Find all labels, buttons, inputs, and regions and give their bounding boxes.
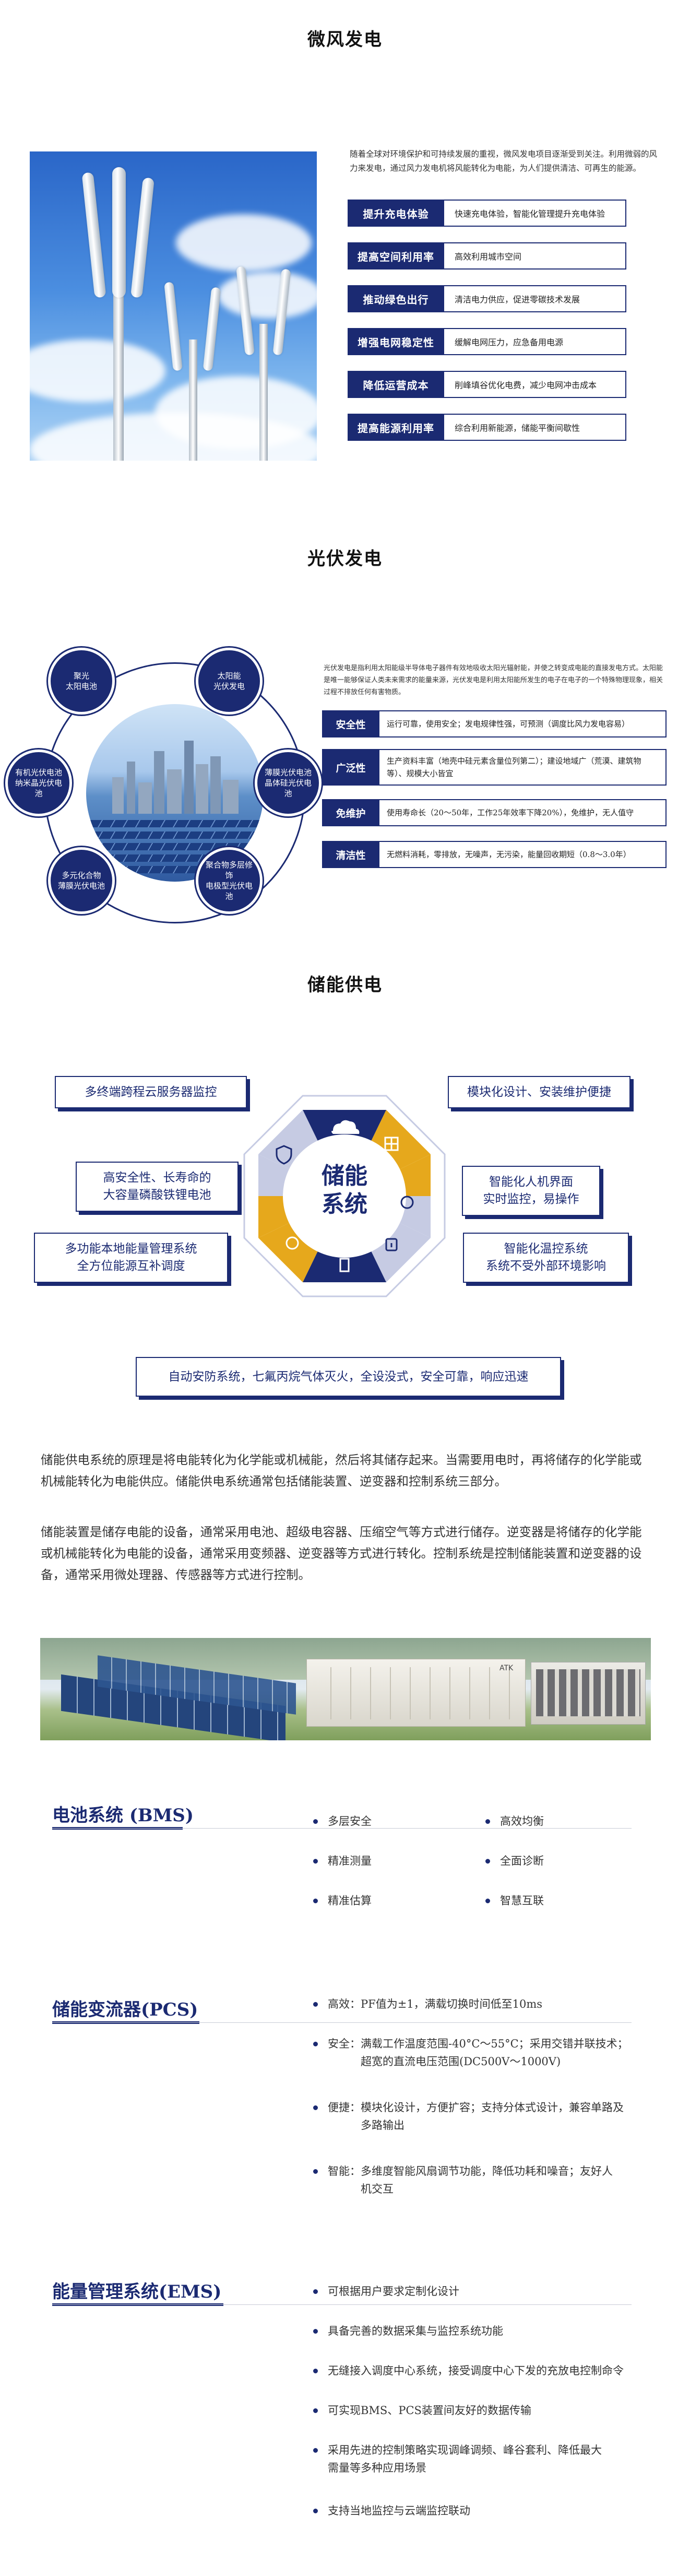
wind-feature-desc: 高效利用城市空间 bbox=[444, 242, 626, 270]
storage-feature-card: 高安全性、长寿命的 大容量磷酸铁锂电池 bbox=[76, 1162, 239, 1212]
pv-feature-label: 免维护 bbox=[322, 799, 379, 826]
wind-feature-desc: 快速充电体验，智能化管理提升充电体验 bbox=[444, 200, 626, 227]
bms-item: 多层安全 bbox=[313, 1812, 372, 1830]
ems-item: 无缝接入调度中心系统，接受调度中心下发的充放电控制命令 bbox=[313, 2362, 658, 2380]
wind-feature-row: 增强电网稳定性 缓解电网压力，应急备用电源 bbox=[348, 328, 626, 355]
pv-type-node: 有机光伏电池 纳米晶光伏电池 bbox=[5, 750, 72, 816]
ems-item: 具备完善的数据采集与监控系统功能 bbox=[313, 2322, 658, 2340]
wind-feature-desc: 缓解电网压力，应急备用电源 bbox=[444, 328, 626, 355]
divider bbox=[52, 2304, 632, 2305]
wind-feature-row: 提高能源利用率 综合利用新能源，储能平衡间歇性 bbox=[348, 414, 626, 441]
storage-feature-card: 智能化人机界面 实时监控，易操作 bbox=[462, 1166, 600, 1216]
storage-feature-card: 模块化设计、安装维护便捷 bbox=[448, 1076, 630, 1108]
wind-feature-label: 提升充电体验 bbox=[348, 200, 444, 227]
ems-title: 能量管理系统(EMS) bbox=[52, 2281, 222, 2302]
wind-feature-label: 增强电网稳定性 bbox=[348, 328, 444, 355]
pv-type-node: 聚合物多层修饰 电极型光伏电池 bbox=[196, 847, 263, 914]
pv-feature-desc: 使用寿命长（20～50年，工作25年效率下降20%），免维护，无人值守 bbox=[379, 799, 667, 826]
pv-type-node: 多元化合物 薄膜光伏电池 bbox=[48, 847, 115, 914]
pv-feature-row: 免维护 使用寿命长（20～50年，工作25年效率下降20%），免维护，无人值守 bbox=[322, 799, 667, 826]
bms-title: 电池系统 (BMS) bbox=[52, 1805, 194, 1826]
wind-feature-row: 降低运营成本 削峰填谷优化电费，减少电网冲击成本 bbox=[348, 371, 626, 398]
bms-item: 全面诊断 bbox=[485, 1852, 544, 1870]
storage-section-title: 储能供电 bbox=[307, 975, 383, 996]
wind-turbine-photo bbox=[30, 151, 317, 461]
info-icon bbox=[385, 1238, 398, 1251]
pv-section-title: 光伏发电 bbox=[307, 548, 383, 569]
storage-paragraph-1: 储能供电系统的原理是将电能转化为化学能或机械能，然后将其储存起来。当需要用电时，… bbox=[41, 1453, 642, 1489]
wind-feature-row: 提升充电体验 快速充电体验，智能化管理提升充电体验 bbox=[348, 200, 626, 227]
pv-feature-row: 安全性 运行可靠，使用安全；发电规律性强，可预测（调度比风力发电容易） bbox=[322, 710, 667, 737]
pcs-item-label: 高效： bbox=[328, 1998, 361, 2010]
wind-section-title: 微风发电 bbox=[307, 29, 383, 50]
bms-item: 高效均衡 bbox=[485, 1812, 544, 1830]
wind-feature-row: 推动绿色出行 清洁电力供应，促进零碳技术发展 bbox=[348, 285, 626, 312]
pv-feature-row: 清洁性 无燃料消耗，零排放，无噪声，无污染，能量回收期短（0.8～3.0年） bbox=[322, 841, 667, 868]
ems-item: 采用先进的控制策略实现调峰调频、峰谷套利、降低最大 需量等多种应用场景 bbox=[313, 2441, 658, 2477]
pv-feature-label: 安全性 bbox=[322, 710, 379, 737]
pv-feature-desc: 生产资料丰富（地壳中硅元素含量位列第二）；建设地域广（荒漠、建筑物等）、规模大小… bbox=[379, 749, 667, 786]
pv-intro-text: 光伏发电是指利用太阳能级半导体电子器件有效地吸收太阳光辐射能，并使之转变成电能的… bbox=[324, 664, 663, 696]
pv-type-node: 太阳能 光伏发电 bbox=[196, 648, 263, 715]
wind-feature-label: 提高空间利用率 bbox=[348, 242, 444, 270]
pcs-item: 安全：满载工作温度范围-40°C～55°C；采用交错并联技术； 超宽的直流电压范… bbox=[313, 2035, 647, 2070]
divider bbox=[52, 1828, 632, 1829]
ems-item: 可实现BMS、PCS装置间友好的数据传输 bbox=[313, 2402, 658, 2419]
storage-feature-card: 多终端跨程云服务器监控 bbox=[55, 1076, 247, 1108]
wind-feature-desc: 削峰填谷优化电费，减少电网冲击成本 bbox=[444, 371, 626, 398]
pcs-item: 便捷：模块化设计，方便扩容；支持分体式设计，兼容单路及 多路输出 bbox=[313, 2099, 647, 2134]
pv-feature-label: 广泛性 bbox=[322, 749, 379, 786]
pcs-item-text: 满载工作温度范围-40°C～55°C；采用交错并联技术； 超宽的直流电压范围(D… bbox=[361, 2038, 628, 2068]
pv-type-node: 聚光 太阳电池 bbox=[48, 648, 115, 715]
ems-item: 支持当地监控与云端监控联动 bbox=[313, 2502, 658, 2520]
pv-feature-label: 清洁性 bbox=[322, 841, 379, 868]
storage-site-photo: ATK bbox=[40, 1638, 651, 1740]
pcs-item-text: 多维度智能风扇调节功能，降低功耗和噪音；友好人 机交互 bbox=[361, 2165, 613, 2195]
wind-feature-label: 降低运营成本 bbox=[348, 371, 444, 398]
wind-intro-text: 随着全球对环境保护和可持续发展的重视，微风发电项目逐渐受到关注。利用微弱的风力来… bbox=[350, 149, 658, 173]
pcs-title: 储能变流器(PCS) bbox=[52, 1999, 198, 2020]
pv-type-node: 薄膜光伏电池 晶体硅光伏电池 bbox=[255, 750, 322, 816]
wind-feature-row: 提高空间利用率 高效利用城市空间 bbox=[348, 242, 626, 270]
storage-center-label: 储能 系统 bbox=[322, 1163, 367, 1217]
gear-icon bbox=[285, 1236, 299, 1250]
ems-item: 可根据用户要求定制化设计 bbox=[313, 2282, 658, 2300]
bms-item: 精准估算 bbox=[313, 1892, 372, 1910]
cloud-icon bbox=[331, 1120, 360, 1134]
wind-feature-label: 提高能源利用率 bbox=[348, 414, 444, 441]
bms-item: 智慧互联 bbox=[485, 1892, 544, 1910]
pcs-item-label: 便捷： bbox=[328, 2101, 361, 2114]
divider bbox=[52, 2022, 632, 2023]
container-logo-text: ATK bbox=[499, 1664, 514, 1672]
pcs-item: 高效：PF值为±1，满载切换时间低至10ms bbox=[313, 1995, 647, 2013]
storage-feature-card: 多功能本地能量管理系统 全方位能源互补调度 bbox=[34, 1233, 228, 1283]
pv-feature-desc: 无燃料消耗，零排放，无噪声，无污染，能量回收期短（0.8～3.0年） bbox=[379, 841, 667, 868]
pcs-item-label: 智能： bbox=[328, 2165, 361, 2177]
storage-octagon-diagram bbox=[243, 1095, 446, 1297]
bms-item: 精准测量 bbox=[313, 1852, 372, 1870]
wind-feature-desc: 清洁电力供应，促进零碳技术发展 bbox=[444, 285, 626, 312]
pcs-item-label: 安全： bbox=[328, 2038, 361, 2050]
pcs-item-text: 模块化设计，方便扩容；支持分体式设计，兼容单路及 多路输出 bbox=[361, 2101, 624, 2132]
pcs-item-text: PF值为±1，满载切换时间低至10ms bbox=[361, 1998, 543, 2010]
pv-feature-row: 广泛性 生产资料丰富（地壳中硅元素含量位列第二）；建设地域广（荒漠、建筑物等）、… bbox=[322, 749, 667, 786]
wind-feature-desc: 综合利用新能源，储能平衡间歇性 bbox=[444, 414, 626, 441]
storage-feature-card: 智能化温控系统 系统不受外部环境影响 bbox=[463, 1233, 629, 1283]
user-icon bbox=[400, 1196, 414, 1209]
pcs-item: 智能：多维度智能风扇调节功能，降低功耗和噪音；友好人 机交互 bbox=[313, 2162, 647, 2198]
storage-paragraph-2: 储能装置是储存电能的设备，通常采用电池、超级电容器、压缩空气等方式进行储存。逆变… bbox=[41, 1525, 642, 1582]
battery-icon bbox=[339, 1258, 350, 1272]
wind-feature-label: 推动绿色出行 bbox=[348, 285, 444, 312]
shield-icon bbox=[276, 1145, 292, 1165]
storage-feature-card: 自动安防系统，七氟丙烷气体灭火，全设没式，安全可靠，响应迅速 bbox=[136, 1357, 561, 1397]
pv-feature-desc: 运行可靠，使用安全；发电规律性强，可预测（调度比风力发电容易） bbox=[379, 710, 667, 737]
